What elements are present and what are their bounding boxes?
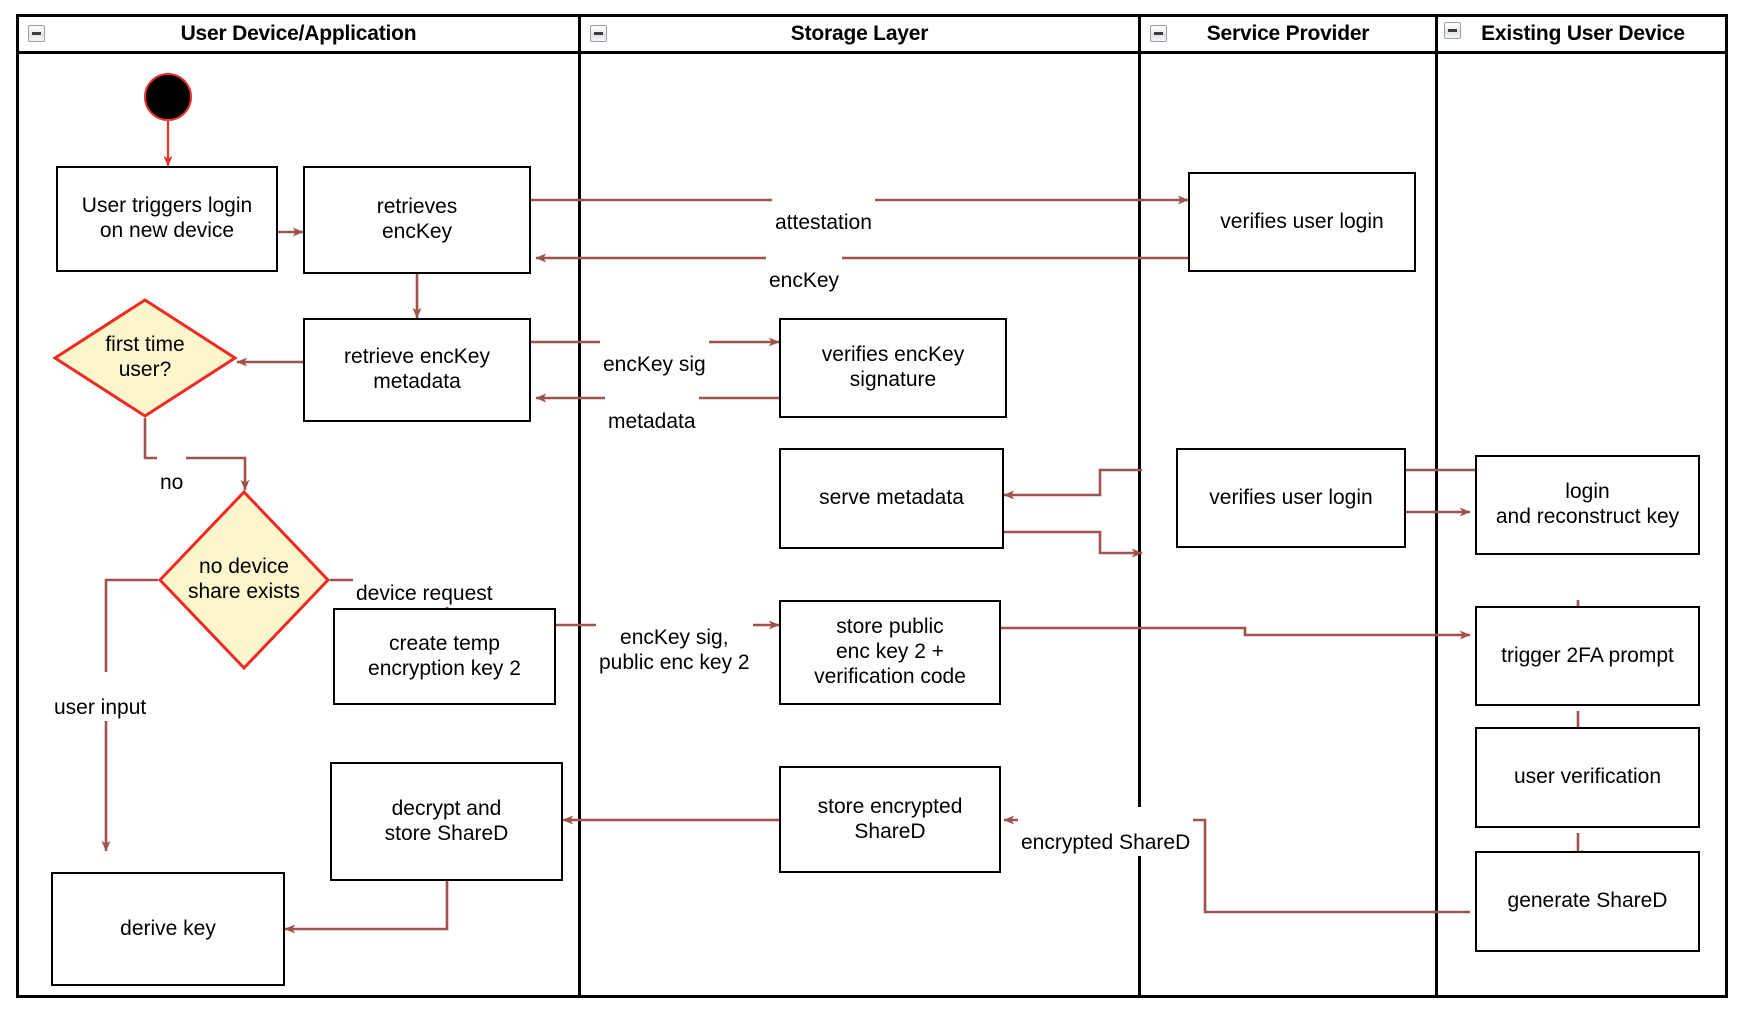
decision-label: no device share exists [187,555,301,603]
minus-icon-service-provider[interactable] [1150,25,1167,42]
edge-label-encrypted-shared: encrypted ShareD [1018,807,1194,856]
lane-divider-1 [578,14,581,998]
node-label: verifies user login [1209,485,1373,509]
diamond-shape [157,489,331,671]
activity-node-store-encrypted-shared[interactable]: store encrypted ShareD [779,766,1001,873]
edge-label-metadata: metadata [605,386,699,435]
edge-label-user-input: user input [51,672,150,721]
node-label: verifies encKey signature [821,343,965,391]
decision-node-first-time-user[interactable]: first time user? [52,298,238,418]
activity-node-login-and-reconstruct-key[interactable]: login and reconstruct key [1475,455,1700,555]
node-label: derive key [120,916,216,940]
node-label: User triggers login on new device [81,194,253,242]
node-label: create temp encryption key 2 [368,631,521,680]
lane-divider-3 [1435,14,1438,998]
edge-label-attestation: attestation [772,187,875,236]
activity-node-user-verification[interactable]: user verification [1475,727,1700,828]
lane-title-service-provider: Service Provider [1206,22,1370,45]
activity-node-user-triggers-login[interactable]: User triggers login on new device [56,166,278,272]
activity-node-retrieve-enckey-metadata[interactable]: retrieve encKey metadata [303,318,531,422]
node-label: retrieves encKey [376,195,458,243]
edge-label-enckey-sig-public-enc-key-2: encKey sig, public enc key 2 [596,602,753,676]
edge-label-enckey: encKey [766,245,843,294]
node-label: store public enc key 2 + verification co… [814,615,966,688]
activity-node-serve-metadata[interactable]: serve metadata [779,448,1004,549]
node-label: generate ShareD [1507,889,1668,913]
edge-label-device-request: device request [353,558,496,607]
node-label: retrieve encKey metadata [344,345,490,393]
node-label: store encrypted ShareD [817,794,963,843]
minus-icon-storage-layer[interactable] [590,25,607,42]
activity-node-verifies-user-login-1[interactable]: verifies user login [1188,172,1416,272]
node-label: user verification [1513,765,1662,789]
node-label: login and reconstruct key [1495,480,1680,528]
activity-node-retrieves-enckey[interactable]: retrieves encKey [303,166,531,274]
activity-node-store-public-enc-key-2[interactable]: store public enc key 2 + verification co… [779,600,1001,705]
edge-label-no: no [157,447,187,496]
lane-title-existing-user-device: Existing User Device [1481,22,1685,45]
lane-header-storage-layer[interactable]: Storage Layer [581,14,1138,54]
decision-label: first time user? [105,333,185,381]
swimlane-header-row [16,14,1728,54]
activity-node-create-temp-encryption-key-2[interactable]: create temp encryption key 2 [333,608,556,705]
activity-node-trigger-2fa-prompt[interactable]: trigger 2FA prompt [1475,606,1700,706]
node-label: decrypt and store ShareD [384,796,509,845]
diamond-shape [52,298,238,418]
lane-title-storage-layer: Storage Layer [790,22,929,45]
lane-title-user-device: User Device/Application [180,22,417,45]
lane-divider-2 [1138,14,1141,998]
node-label: serve metadata [819,486,964,510]
node-label: verifies user login [1220,209,1384,233]
activity-node-verifies-user-login-2[interactable]: verifies user login [1176,448,1406,548]
activity-node-verifies-enckey-signature[interactable]: verifies encKey signature [779,318,1007,418]
edge-label-enckey-sig: encKey sig [600,329,709,378]
minus-icon-user-device[interactable] [28,25,45,42]
minus-icon-existing-user-device[interactable] [1444,22,1461,39]
activity-node-derive-key[interactable]: derive key [51,872,285,986]
lane-header-user-device[interactable]: User Device/Application [19,14,578,54]
lane-header-service-provider[interactable]: Service Provider [1141,14,1435,54]
decision-node-no-device-share-exists[interactable]: no device share exists [157,489,331,671]
initial-node [144,73,192,121]
swimlane-frame [16,14,1728,998]
activity-node-generate-shared[interactable]: generate ShareD [1475,851,1700,952]
activity-node-decrypt-and-store-shared[interactable]: decrypt and store ShareD [330,762,563,881]
node-label: trigger 2FA prompt [1501,643,1674,667]
lane-header-existing-user-device[interactable]: Existing User Device [1438,14,1728,54]
